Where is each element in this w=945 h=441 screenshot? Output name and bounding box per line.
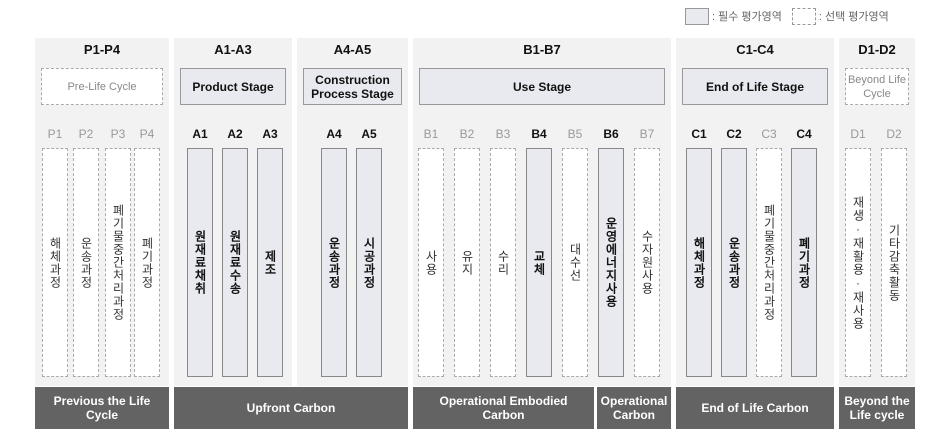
module-box-a4: 운송과정: [321, 148, 347, 377]
legend-optional-label: : 선택 평가영역: [818, 11, 889, 23]
module-box-c1: 해체과정: [686, 148, 712, 377]
module-box-c2: 운송과정: [721, 148, 747, 377]
module-code-p2: P2: [78, 127, 94, 141]
module-name: 수자원사용: [640, 230, 654, 295]
module-box-d2: 기타감축활동: [881, 148, 907, 377]
module-name: 해체과정: [692, 236, 706, 289]
module-name: 기타감축활동: [887, 223, 901, 302]
module-box-a3: 제조: [257, 148, 283, 377]
phase-title: D1-D2: [858, 42, 896, 57]
module-name: 유지: [460, 249, 474, 276]
module-box-p1: 해체과정: [42, 148, 68, 377]
stage-box: Use Stage: [419, 68, 665, 105]
module-code-a2: A2: [227, 127, 243, 141]
module-box-d1: 재생·재활용·재사용: [845, 148, 871, 377]
phase-title: P1-P4: [83, 42, 121, 57]
module-name: 원재료채취: [193, 230, 207, 295]
module-code-b7: B7: [639, 127, 655, 141]
stage-box: Pre-Life Cycle: [41, 68, 163, 105]
module-code-a5: A5: [361, 127, 377, 141]
module-box-p4: 폐기과정: [134, 148, 160, 377]
module-code-c4: C4: [796, 127, 812, 141]
module-name: 대수선: [568, 243, 582, 282]
module-code-c3: C3: [761, 127, 777, 141]
carbon-category-bar: Beyond the Life cycle: [839, 387, 915, 429]
legend: : 필수 평가영역 : 선택 평가영역: [685, 6, 889, 26]
stage-box: Beyond Life Cycle: [845, 68, 909, 105]
module-box-b3: 수리: [490, 148, 516, 377]
module-name: 해체과정: [48, 236, 62, 289]
module-name: 사용: [424, 249, 438, 276]
carbon-category-bar: Previous the Life Cycle: [35, 387, 169, 429]
module-code-d2: D2: [886, 127, 902, 141]
carbon-category-bar: Upfront Carbon: [174, 387, 408, 429]
required-swatch: [685, 7, 709, 25]
module-code-b1: B1: [423, 127, 439, 141]
stage-box: Product Stage: [180, 68, 286, 105]
module-code-a1: A1: [192, 127, 208, 141]
module-code-d1: D1: [850, 127, 866, 141]
module-code-c1: C1: [691, 127, 707, 141]
phase-title: A4-A5: [333, 42, 372, 57]
module-box-p3: 폐기물중간처리과정: [105, 148, 131, 377]
stage-box: Construction Process Stage: [303, 68, 402, 105]
phase-title: C1-C4: [736, 42, 774, 57]
module-code-c2: C2: [726, 127, 742, 141]
module-name: 운송과정: [727, 236, 741, 289]
module-name: 재생·재활용·재사용: [851, 195, 865, 330]
module-box-a2: 원재료수송: [222, 148, 248, 377]
module-code-a4: A4: [326, 127, 342, 141]
module-name: 운영에너지사용: [604, 217, 618, 308]
module-box-b1: 사용: [418, 148, 444, 377]
module-name: 원재료수송: [228, 230, 242, 295]
module-box-b4: 교체: [526, 148, 552, 377]
stage-box: End of Life Stage: [682, 68, 828, 105]
module-code-b3: B3: [495, 127, 511, 141]
phase-title: A1-A3: [214, 42, 252, 57]
module-box-a5: 시공과정: [356, 148, 382, 377]
carbon-category-bar: End of Life Carbon: [676, 387, 834, 429]
module-box-b6: 운영에너지사용: [598, 148, 624, 377]
module-code-p1: P1: [47, 127, 63, 141]
module-code-a3: A3: [262, 127, 278, 141]
legend-required-label: : 필수 평가영역: [712, 11, 782, 23]
module-box-p2: 운송과정: [73, 148, 99, 377]
carbon-category-bar: Operational Embodied Carbon: [413, 387, 594, 429]
module-name: 폐기과정: [797, 236, 811, 289]
module-name: 운송과정: [79, 236, 93, 289]
module-box-a1: 원재료채취: [187, 148, 213, 377]
module-box-c4: 폐기과정: [791, 148, 817, 377]
module-code-b4: B4: [531, 127, 547, 141]
module-code-b5: B5: [567, 127, 583, 141]
module-code-p3: P3: [110, 127, 126, 141]
module-code-p4: P4: [139, 127, 155, 141]
module-box-b2: 유지: [454, 148, 480, 377]
module-box-b7: 수자원사용: [634, 148, 660, 377]
module-name: 폐기물중간처리과정: [762, 204, 776, 321]
module-name: 제조: [263, 249, 277, 276]
module-name: 폐기과정: [140, 236, 154, 289]
module-name: 폐기물중간처리과정: [111, 204, 125, 321]
module-name: 수리: [496, 249, 510, 276]
module-name: 교체: [532, 249, 546, 276]
module-code-b6: B6: [603, 127, 619, 141]
carbon-category-bar: Operational Carbon: [597, 387, 671, 429]
module-box-b5: 대수선: [562, 148, 588, 377]
module-name: 운송과정: [327, 236, 341, 289]
module-code-b2: B2: [459, 127, 475, 141]
optional-swatch: [791, 7, 816, 25]
phase-title: B1-B7: [523, 42, 561, 57]
module-name: 시공과정: [362, 236, 376, 289]
module-box-c3: 폐기물중간처리과정: [756, 148, 782, 377]
